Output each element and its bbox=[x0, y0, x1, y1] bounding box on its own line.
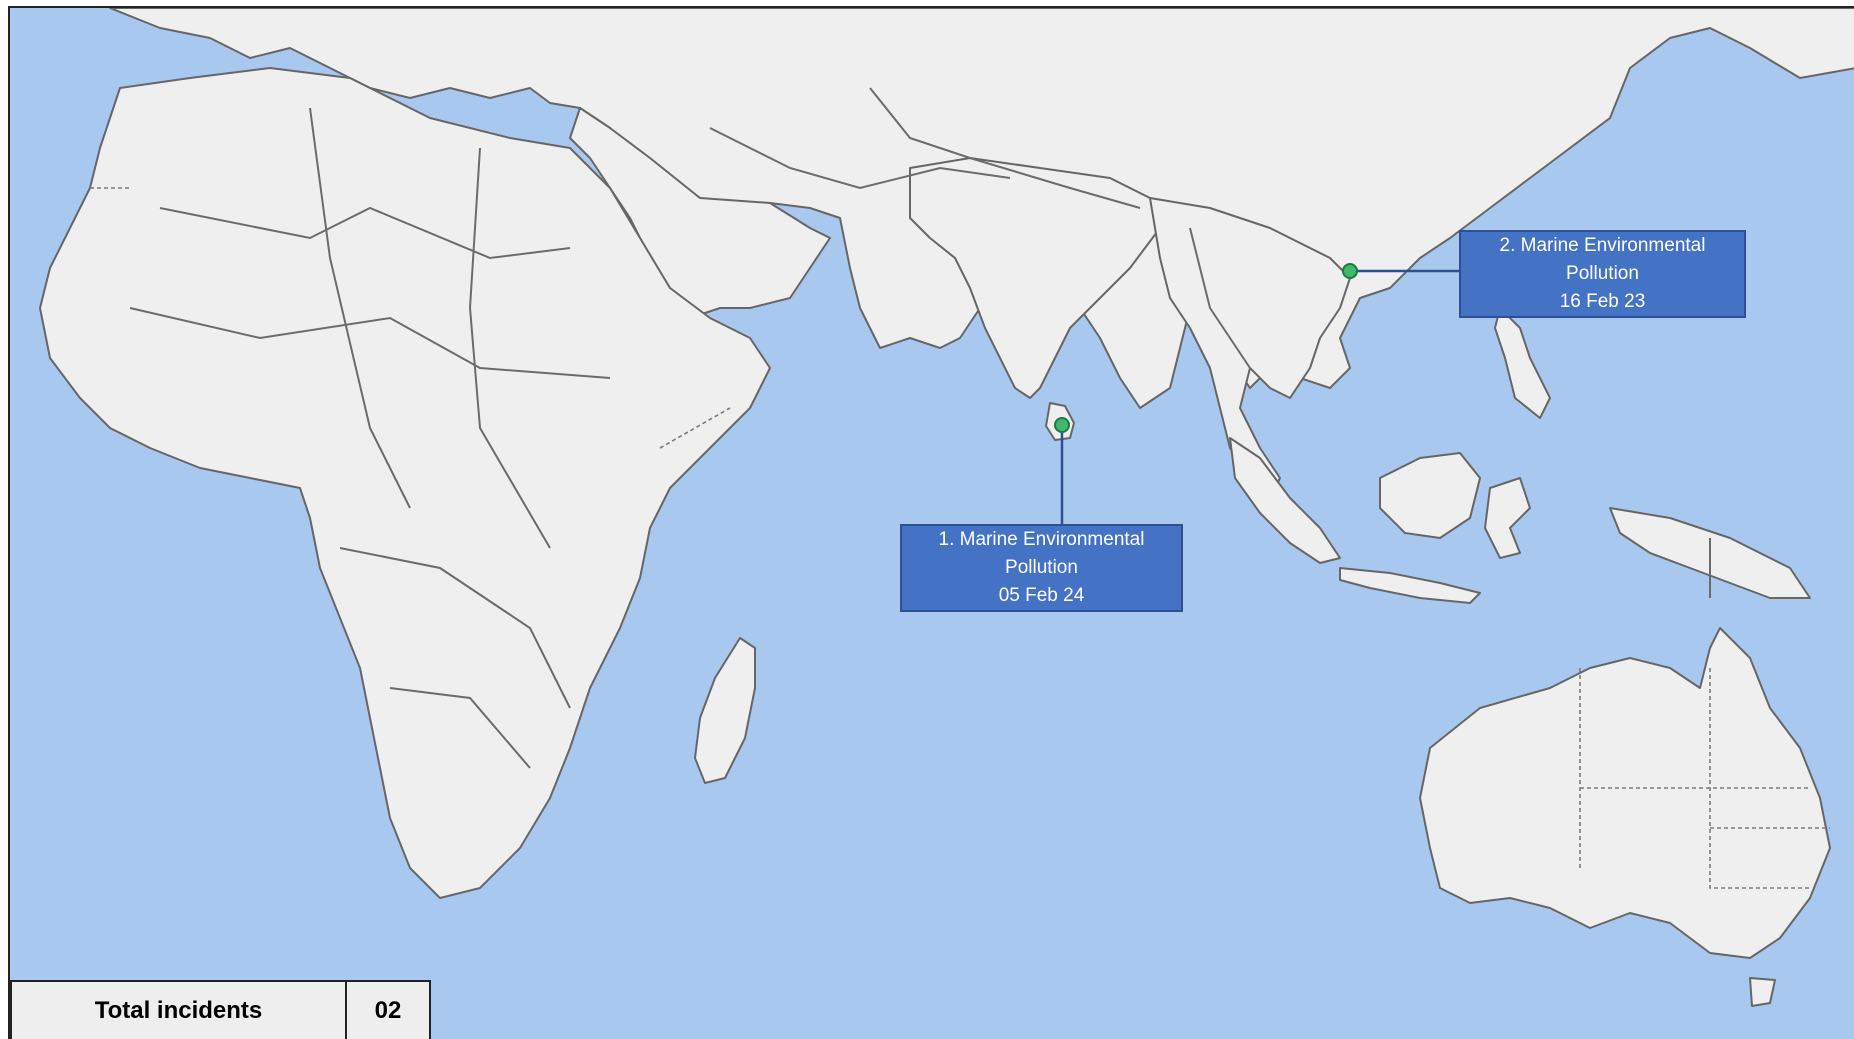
state-border bbox=[1709, 668, 1810, 889]
tasmania-land bbox=[1749, 977, 1776, 1007]
incident-callout-2[interactable]: 2. Marine Environmental Pollution 16 Feb… bbox=[1459, 230, 1746, 318]
incident-date: 16 Feb 23 bbox=[1559, 291, 1646, 312]
country-border bbox=[309, 107, 411, 509]
incident-title-line1: 2. Marine Environmental bbox=[1499, 235, 1706, 256]
country-border bbox=[159, 206, 571, 260]
australia-land bbox=[1419, 627, 1831, 959]
country-border bbox=[709, 127, 1011, 190]
total-incidents-label: Total incidents bbox=[12, 982, 347, 1039]
incident-title-line1: 1. Marine Environmental bbox=[938, 529, 1145, 550]
madagascar-land bbox=[694, 637, 756, 784]
incident-title-line2: Pollution bbox=[1005, 557, 1078, 578]
incident-marker-1[interactable] bbox=[1054, 417, 1070, 433]
java-land bbox=[1339, 567, 1481, 604]
sulawesi-land bbox=[1484, 477, 1531, 559]
incident-title-line2: Pollution bbox=[1566, 263, 1639, 284]
country-border bbox=[339, 547, 571, 709]
total-incidents-value: 02 bbox=[347, 982, 429, 1039]
country-border bbox=[129, 307, 611, 379]
map-canvas[interactable] bbox=[10, 8, 1854, 1039]
country-border bbox=[389, 687, 531, 769]
borneo-land bbox=[1379, 452, 1481, 539]
india-land bbox=[909, 157, 1161, 399]
country-border bbox=[869, 87, 1141, 209]
sumatra-land bbox=[1229, 437, 1341, 564]
incident-callout-1[interactable]: 1. Marine Environmental Pollution 05 Feb… bbox=[900, 524, 1183, 612]
map-frame bbox=[8, 6, 1854, 1039]
incident-marker-2[interactable] bbox=[1342, 263, 1358, 279]
country-border bbox=[1189, 227, 1251, 369]
country-border bbox=[468, 147, 551, 549]
incident-date: 05 Feb 24 bbox=[998, 585, 1085, 606]
philippines-land bbox=[1494, 307, 1551, 419]
africa-land bbox=[39, 67, 771, 899]
total-incidents-table: Total incidents 02 bbox=[10, 980, 431, 1039]
